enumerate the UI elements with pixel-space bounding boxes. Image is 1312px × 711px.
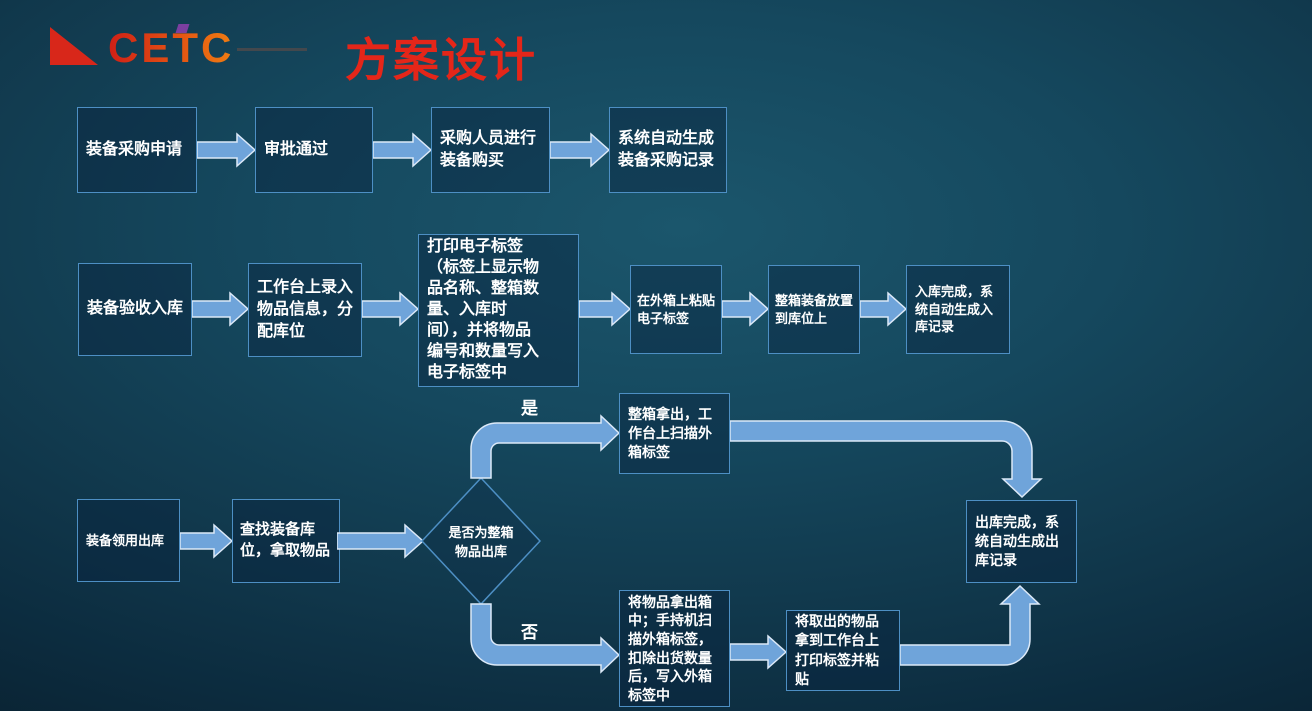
flow-node-partial-out: 将物品拿出箱 中；手持机扫 描外箱标签， 扣除出货数量 后，写入外箱 标签中 [619, 590, 730, 707]
flow-node-print-label: 打印电子标签 （标签上显示物 品名称、整箱数 量、入库时 间），并将物品 编号和… [418, 234, 579, 387]
flow-node-inbound-accept: 装备验收入库 [78, 263, 192, 356]
flow-arrow [192, 291, 248, 327]
elbow-arrow-no-to-end [899, 584, 1041, 666]
logo-triangle-icon [50, 27, 98, 65]
flow-arrow [730, 634, 786, 670]
flow-node-find-location: 查找装备库 位，拿取物品 [232, 499, 340, 583]
flow-node-print-paste-label: 将取出的物品 拿到工作台上 打印标签并粘 贴 [786, 610, 900, 691]
flow-node-procure-record: 系统自动生成 装备采购记录 [609, 107, 727, 193]
flow-node-outbound-record: 出库完成，系 统自动生成出 库记录 [966, 500, 1077, 583]
node-label: 查找装备库 位，拿取物品 [240, 521, 331, 559]
node-label: 工作台上录入 物品信息，分 配库位 [257, 278, 354, 341]
flow-node-inbound-record: 入库完成，系 统自动生成入 库记录 [906, 265, 1010, 354]
flow-node-paste-label: 在外箱上粘贴 电子标签 [630, 265, 722, 354]
logo-text: CETC [108, 24, 235, 71]
flow-arrow [362, 291, 418, 327]
flow-arrow [579, 291, 630, 327]
flow-node-approved: 审批通过 [255, 107, 373, 193]
node-label: 装备领用出库 [86, 532, 165, 548]
header-divider [237, 48, 307, 51]
node-label: 将物品拿出箱 中；手持机扫 描外箱标签， 扣除出货数量 后，写入外箱 标签中 [628, 593, 712, 703]
flow-arrow [197, 132, 255, 168]
yes-branch-label: 是 [521, 399, 538, 418]
node-label: 在外箱上粘贴 电子标签 [637, 292, 716, 326]
no-branch-label: 否 [521, 623, 538, 642]
elbow-arrow-no [470, 603, 621, 674]
node-label: 审批通过 [264, 140, 329, 158]
flow-node-workbench-entry: 工作台上录入 物品信息，分 配库位 [248, 263, 362, 357]
node-label: 采购人员进行 装备购买 [440, 129, 537, 169]
elbow-arrow-yes-to-end [729, 420, 1043, 499]
node-label: 将取出的物品 拿到工作台上 打印标签并粘 贴 [795, 612, 879, 687]
flow-arrow [373, 132, 431, 168]
node-label: 打印电子标签 （标签上显示物 品名称、整箱数 量、入库时 间），并将物品 编号和… [427, 238, 540, 381]
flow-arrow [180, 523, 232, 559]
node-label: 出库完成，系 统自动生成出 库记录 [975, 513, 1059, 569]
flow-node-procure-request: 装备采购申请 [77, 107, 197, 193]
node-label: 整箱装备放置 到库位上 [775, 292, 854, 326]
flow-node-outbound-request: 装备领用出库 [77, 499, 180, 582]
node-label: 系统自动生成 装备采购记录 [618, 129, 715, 169]
node-label: 入库完成，系 统自动生成入 库记录 [915, 283, 994, 335]
flow-arrow [860, 291, 906, 327]
node-label: 装备验收入库 [87, 300, 184, 318]
node-label: 整箱拿出，工 作台上扫描外 箱标签 [628, 405, 712, 461]
elbow-arrow-yes [470, 414, 621, 479]
flow-node-place-on-shelf: 整箱装备放置 到库位上 [768, 265, 860, 354]
flow-node-whole-box-out: 整箱拿出，工 作台上扫描外 箱标签 [619, 393, 730, 474]
page-title: 方案设计 [345, 34, 537, 86]
flow-node-buyer-purchase: 采购人员进行 装备购买 [431, 107, 550, 193]
flow-arrow [722, 291, 768, 327]
node-label: 装备采购申请 [86, 140, 183, 158]
flow-arrow [550, 132, 609, 168]
decision-label: 是否为整箱 物品出库 [448, 525, 514, 559]
